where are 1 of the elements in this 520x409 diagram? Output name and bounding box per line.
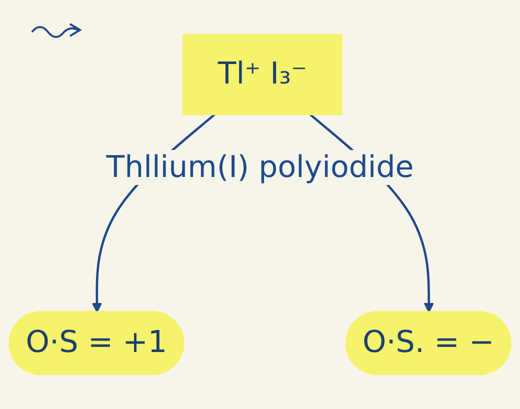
node-box: Tl⁺ I₃⁻ (182, 34, 342, 116)
